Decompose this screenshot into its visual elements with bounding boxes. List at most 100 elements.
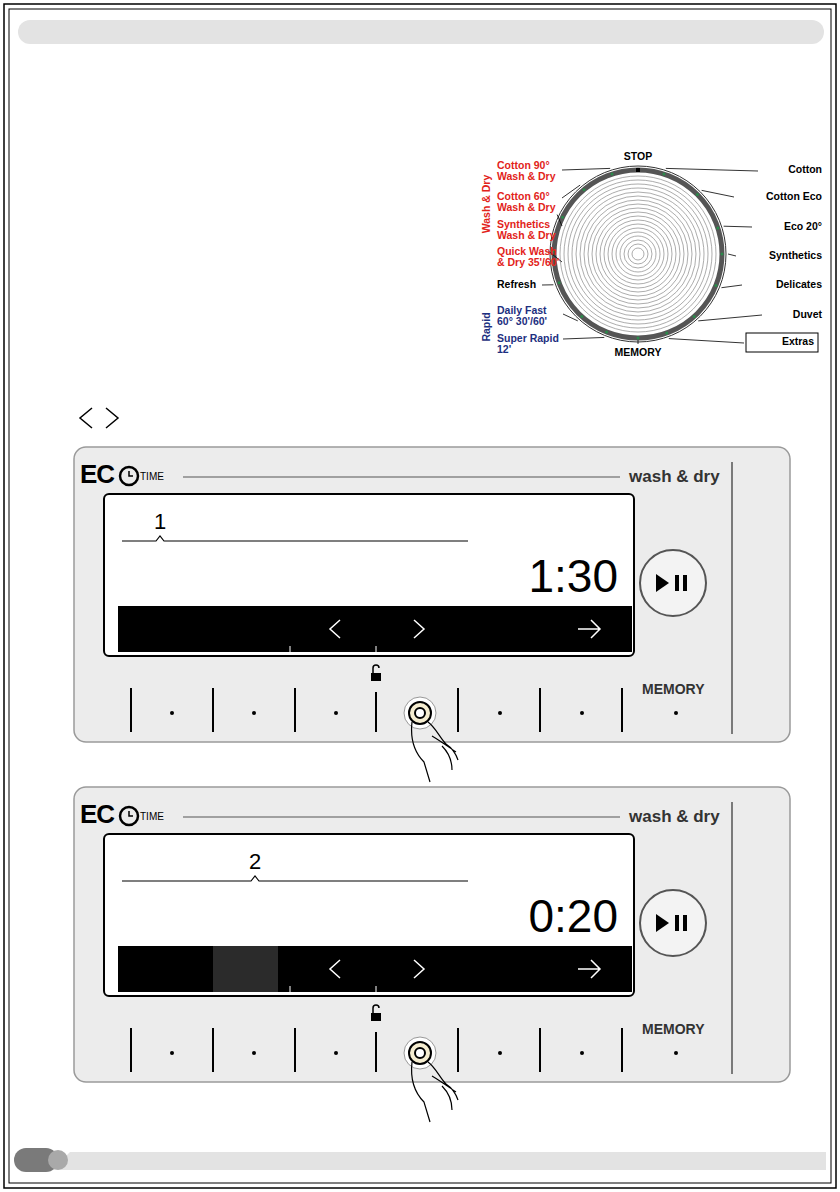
dial-rim — [554, 170, 722, 338]
button-dot — [674, 1051, 678, 1055]
dial-ring — [572, 188, 704, 320]
selected-program-box: Extras — [746, 333, 818, 352]
dial-mark — [693, 315, 696, 318]
button-divider — [130, 1028, 132, 1072]
button-divider — [621, 688, 623, 732]
dial-mark — [605, 330, 608, 333]
leader-line — [638, 340, 639, 344]
button-dot — [498, 1051, 502, 1055]
program-label: Extras — [782, 336, 814, 347]
leader-line — [698, 315, 762, 321]
control-panel: ECTIMEwash & dryMEMORY20:20 — [74, 787, 790, 1082]
leader-line — [557, 215, 562, 226]
display-screen: 2 0:20 — [104, 834, 634, 996]
art-stroke — [656, 574, 669, 592]
leader-line — [563, 337, 604, 339]
program-label: STOP — [624, 151, 652, 162]
scale-bracket — [122, 536, 468, 541]
dial-ring — [608, 224, 668, 284]
dial-mark — [662, 173, 665, 176]
group-label: Wash & Dry — [481, 175, 492, 234]
leader-line — [702, 190, 734, 197]
dial-mark — [714, 284, 717, 287]
leader-line — [666, 168, 758, 171]
art-stroke — [731, 462, 733, 734]
brand-logo: EC — [80, 801, 114, 828]
lock-icon — [371, 1013, 381, 1021]
start-button — [640, 550, 706, 616]
dial-mark — [580, 315, 583, 318]
hand — [412, 1062, 459, 1122]
button-divider — [621, 1028, 623, 1072]
leader-line — [563, 314, 578, 321]
dial-ring — [592, 208, 684, 300]
button-dot — [334, 711, 338, 715]
display-highlight — [213, 946, 278, 992]
art-stroke — [129, 811, 133, 816]
display-bar — [118, 946, 632, 992]
art-stroke — [373, 1005, 379, 1013]
hand — [412, 722, 459, 782]
button-dot — [170, 1051, 174, 1055]
art-stroke — [290, 646, 291, 652]
button-divider — [539, 688, 541, 732]
time-readout: 0:20 — [528, 892, 618, 940]
art-stroke — [373, 665, 379, 673]
button-dot — [252, 711, 256, 715]
display-screen: 11:30 — [104, 494, 634, 656]
dial-ring — [632, 248, 644, 260]
art-stroke — [675, 915, 679, 931]
dial-ring — [584, 200, 692, 308]
button-divider — [375, 1032, 377, 1072]
dial-ring — [604, 220, 672, 288]
button-dot — [334, 1051, 338, 1055]
program-label: Quick Wash & Dry 35'/60' — [497, 246, 561, 268]
control-panel — [74, 447, 790, 742]
button-dot — [580, 1051, 584, 1055]
button-label: MEMORY — [642, 682, 704, 697]
dial-ring — [624, 240, 652, 268]
program-label: Super Rapid 12' — [497, 333, 561, 355]
control-panel: ECTIMEwash & dryMEMORY11:30 — [74, 447, 790, 742]
program-label: Cotton — [788, 164, 822, 175]
group-label: Rapid — [481, 312, 492, 341]
program-label: Eco 20° — [784, 221, 822, 232]
program-label: Cotton 90° Wash & Dry — [497, 160, 561, 182]
leader-line — [721, 285, 742, 288]
step-number: 2 — [249, 850, 261, 873]
leader-line — [562, 185, 580, 198]
art-stroke — [183, 817, 620, 818]
eco-clock — [120, 807, 138, 825]
dial-ring — [596, 212, 680, 296]
stop-dot — [636, 168, 640, 172]
dial-ring — [628, 244, 648, 264]
time-readout: 1:30 — [528, 552, 618, 600]
display — [104, 834, 634, 996]
button-divider — [212, 688, 214, 732]
dial-ring — [560, 176, 716, 332]
dial-ring — [588, 204, 688, 304]
dial-mark — [637, 337, 640, 340]
button-divider — [457, 688, 459, 732]
program-label: Synthetics Wash & Dry — [497, 219, 561, 241]
product-label: wash & dry — [629, 468, 720, 486]
program-label: Refresh — [497, 279, 557, 290]
button-dot — [252, 1051, 256, 1055]
dial-mark — [696, 193, 699, 196]
dial-mark — [721, 253, 724, 256]
art-stroke — [409, 702, 431, 724]
art-stroke — [415, 708, 425, 718]
dial-ring — [612, 228, 664, 280]
art-stroke — [409, 1042, 431, 1064]
scale-bracket — [122, 876, 468, 881]
product-label: wash & dry — [629, 808, 720, 826]
display-arrows — [330, 960, 600, 978]
button-dot — [580, 711, 584, 715]
program-label: Synthetics — [769, 250, 822, 261]
brand-logo: TIME — [140, 812, 164, 823]
art-stroke — [683, 575, 687, 591]
art-stroke — [656, 914, 669, 932]
leader-line — [669, 339, 744, 343]
button-dot — [170, 711, 174, 715]
display-bar — [118, 606, 632, 652]
